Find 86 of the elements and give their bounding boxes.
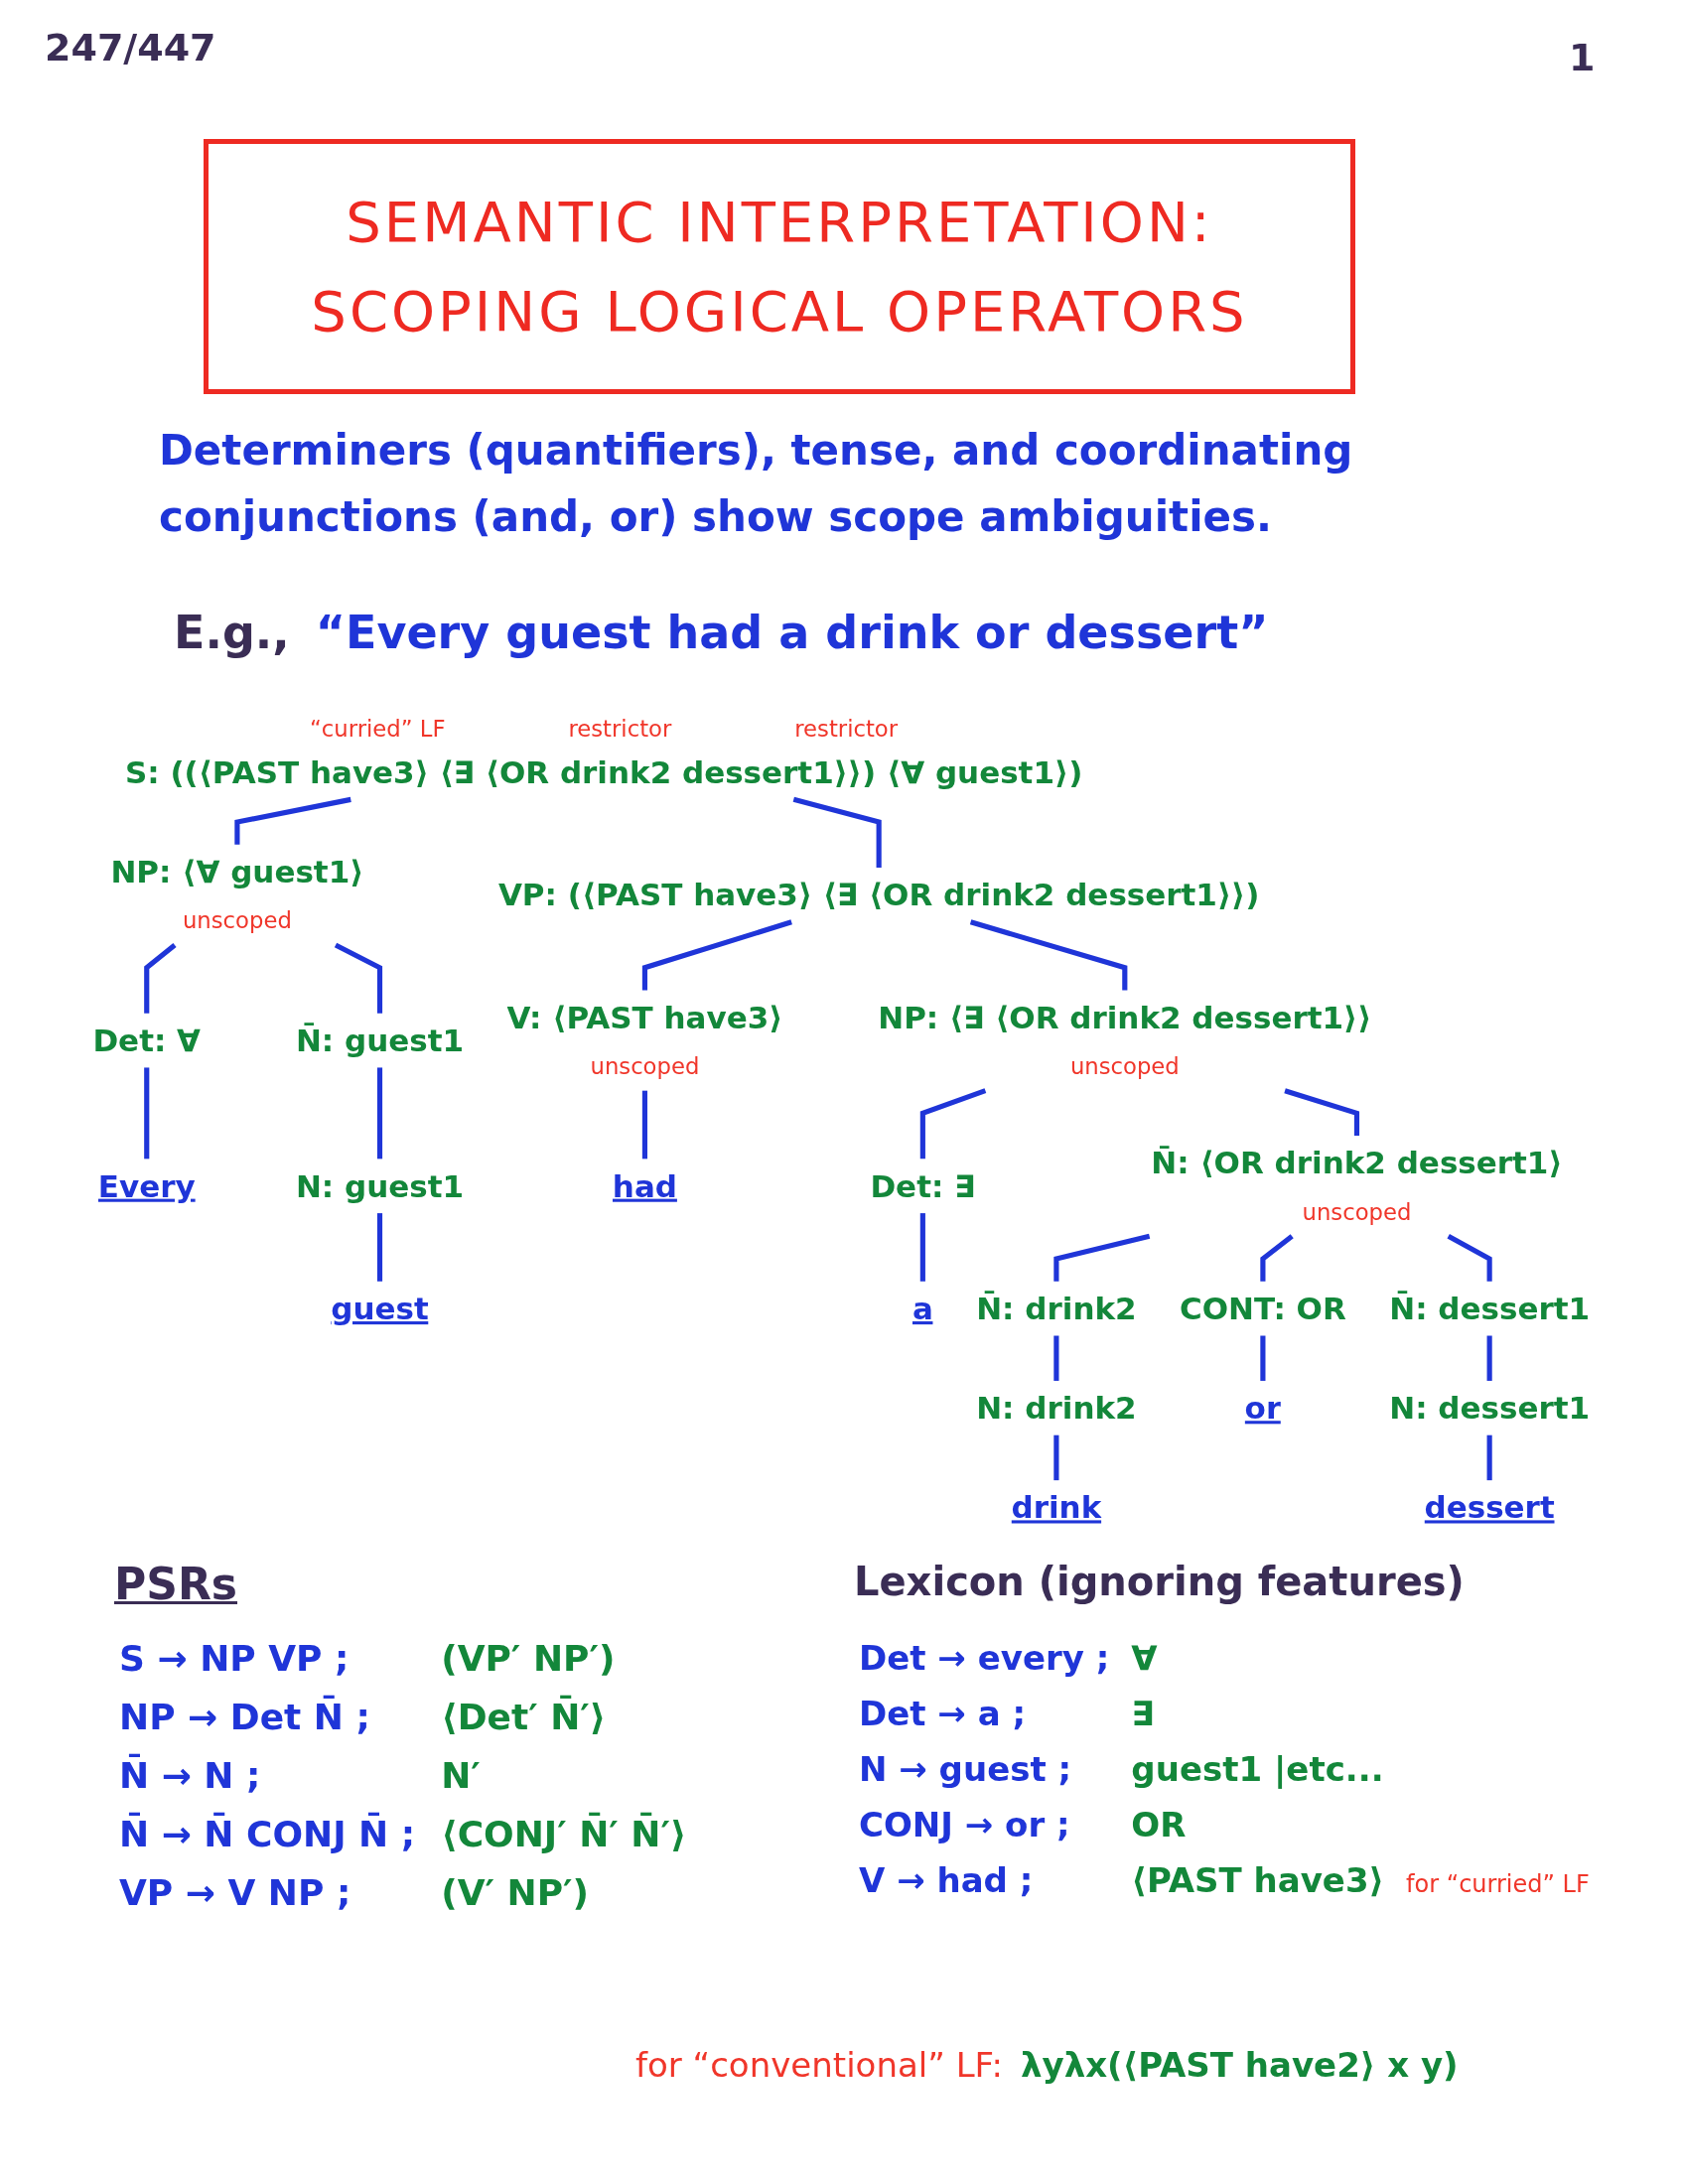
node-label: N̄: ⟨OR drink2 dessert1⟩: [1151, 1145, 1563, 1181]
node-label: NP: ⟨∃ ⟨OR drink2 dessert1⟩⟩: [877, 999, 1372, 1035]
annotation-note: unscoped: [1302, 1198, 1412, 1227]
tree-node-label: N̄: dessert1: [1388, 1291, 1590, 1327]
tree-branch-line: [143, 943, 177, 1014]
page-number: 247/447: [45, 26, 216, 69]
annotation-note: unscoped: [182, 906, 292, 936]
tree-branch-line: [1053, 1434, 1059, 1481]
lexicon-entry: N → guest ;: [859, 1749, 1073, 1789]
tree-branch-line: [143, 1067, 150, 1160]
leaf-word: had: [612, 1167, 677, 1204]
leaf-word: drink: [1011, 1489, 1102, 1526]
node-label: NP: ⟨∀ guest1⟩: [110, 854, 364, 890]
tree-node-label: V: ⟨PAST have3⟩ unscoped: [506, 999, 783, 1080]
example-prefix: E.g.,: [174, 606, 290, 659]
tree-branch-line: [234, 796, 351, 845]
tree-node-label: “curried” LF restrictor restrictor S: ((⟨PAST have3⟩ ⟨∃ ⟨OR drink2 dessert1⟩⟩) ⟨∀ guest1⟩): [124, 716, 1083, 791]
tree-branch-line: [919, 1213, 925, 1282]
entry-semantics: ⟨PAST have3⟩: [1131, 1860, 1385, 1900]
rule-text: VP → V NP ;: [119, 1872, 352, 1913]
section-heading: PSRs: [114, 1559, 237, 1609]
tree-node-label: N: guest1: [295, 1167, 464, 1204]
tree-branch-line: [376, 1067, 382, 1160]
tree-node-label: N: dessert1: [1388, 1390, 1590, 1427]
rule-semantics: (V′ NP′): [441, 1872, 590, 1913]
tree-node-label: N̄: guest1: [295, 1023, 464, 1059]
tree-node-label: VP: (⟨PAST have3⟩ ⟨∃ ⟨OR drink2 dessert1⟩⟩): [497, 877, 1260, 913]
entry-semantics: ∃: [1131, 1694, 1156, 1733]
tree-branch-line: [1447, 1234, 1492, 1282]
tree-node-label: N̄: drink2: [975, 1291, 1137, 1327]
tree-node-label: N: drink2: [975, 1390, 1137, 1427]
tree-node-label: NP: ⟨∀ guest1⟩ unscoped: [110, 854, 364, 934]
example-sentence: “Every guest had a drink or dessert”: [315, 606, 1269, 659]
page-number: 1: [1569, 36, 1596, 79]
annotation-note: restrictor: [568, 715, 672, 745]
annotation-note: unscoped: [1069, 1052, 1180, 1082]
rule-text: S → NP VP ;: [119, 1638, 350, 1679]
tree-branch-line: [1260, 1234, 1294, 1282]
rule-text: N̄ → N ;: [119, 1755, 262, 1796]
tree-node-label: Det: ∀: [92, 1023, 201, 1059]
tree-branch-line: [1053, 1233, 1151, 1282]
annotation-note: unscoped: [590, 1052, 700, 1082]
rule-semantics: ⟨Det′ N̄′⟩: [441, 1697, 608, 1737]
intro-paragraph: Determiners (quantifiers), tense, and coordinating conjunctions (and, or) show scope ambiguities.: [159, 426, 1353, 542]
tree-branch-line: [334, 942, 382, 1014]
tree-branch-line: [969, 919, 1128, 991]
title-banner: SEMANTIC INTERPRETATION: SCOPING LOGICAL OPERATORS: [204, 139, 1355, 395]
rule-text: NP → Det N̄ ;: [119, 1697, 371, 1737]
lambda-formula: λyλx(⟨PAST have2⟩ x y): [1020, 2045, 1459, 2085]
node-label: S: ((⟨PAST have3⟩ ⟨∃ ⟨OR drink2 dessert1⟩⟩) ⟨∀ guest1⟩): [124, 753, 1083, 791]
rule-semantics: N′: [441, 1755, 482, 1796]
tree-node-label: NP: ⟨∃ ⟨OR drink2 dessert1⟩⟩ unscoped: [877, 999, 1372, 1080]
node-label: V: ⟨PAST have3⟩: [506, 999, 783, 1035]
leaf-word: a: [911, 1291, 933, 1327]
tree-node-label: N̄: ⟨OR drink2 dessert1⟩ unscoped: [1151, 1145, 1563, 1225]
annotation-note: restrictor: [794, 715, 898, 745]
rule-semantics: (VP′ NP′): [441, 1638, 617, 1679]
tree-branch-line: [1284, 1088, 1359, 1137]
entry-semantics: OR: [1131, 1805, 1188, 1844]
lexicon-entry: Det → every ;: [859, 1638, 1110, 1678]
tree-branch-line: [1053, 1335, 1059, 1381]
lexicon-entry: Det → a ;: [859, 1694, 1028, 1733]
tree-branch-line: [919, 1088, 987, 1160]
entry-semantics: ∀: [1131, 1638, 1159, 1678]
leaf-word: Every: [97, 1167, 196, 1204]
tree-node-label: Det: ∃: [870, 1167, 976, 1204]
tree-branch-line: [1486, 1335, 1492, 1381]
lexicon-entry: V → had ;: [859, 1860, 1035, 1900]
tree-branch-line: [641, 1090, 647, 1160]
leaf-word: guest: [331, 1291, 429, 1327]
tree-branch-line: [1486, 1434, 1492, 1481]
rule-semantics: ⟨CONJ′ N̄′ N̄′⟩: [441, 1814, 687, 1854]
tree-branch-line: [376, 1213, 382, 1282]
rule-text: N̄ → N̄ CONJ N̄ ;: [119, 1814, 416, 1854]
lexicon-entry: CONJ → or ;: [859, 1805, 1071, 1844]
tree-branch-line: [641, 919, 792, 991]
note-text: for “conventional” LF:: [635, 2045, 1003, 2085]
leaf-word: or: [1244, 1390, 1281, 1427]
leaf-word: dessert: [1424, 1489, 1555, 1526]
section-heading: Lexicon (ignoring features): [854, 1559, 1465, 1604]
tree-branch-line: [1260, 1335, 1266, 1381]
tree-branch-line: [792, 796, 882, 869]
annotation-note: “curried” LF: [309, 715, 446, 745]
side-note: for “curried” LF: [1406, 1870, 1590, 1898]
entry-semantics: guest1 |etc...: [1131, 1749, 1385, 1789]
tree-node-label: CONT: OR: [1179, 1291, 1346, 1327]
